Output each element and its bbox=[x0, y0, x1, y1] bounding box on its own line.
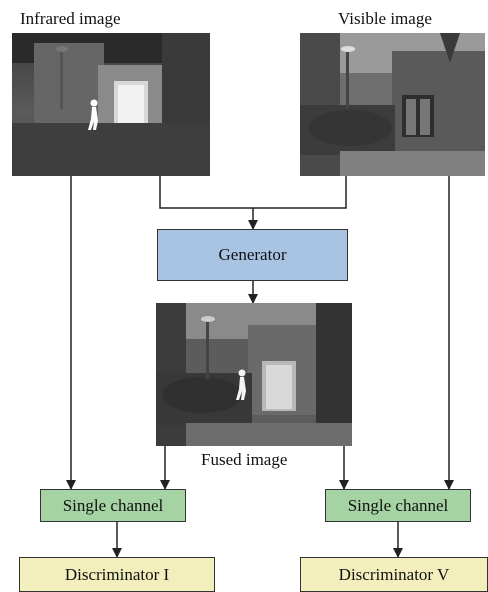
discriminator-i-box: Discriminator I bbox=[19, 557, 215, 592]
generator-box: Generator bbox=[157, 229, 348, 281]
discriminator-v-box: Discriminator V bbox=[300, 557, 488, 592]
visible-image bbox=[300, 33, 485, 176]
infrared-image-label: Infrared image bbox=[20, 9, 121, 28]
single-channel-right-box: Single channel bbox=[325, 489, 471, 522]
fused-image bbox=[156, 303, 352, 446]
connector-inputs-merge bbox=[159, 176, 347, 209]
visible-image-label: Visible image bbox=[338, 9, 432, 28]
infrared-image bbox=[12, 33, 210, 176]
fused-image-label: Fused image bbox=[201, 450, 288, 469]
single-channel-left-box: Single channel bbox=[40, 489, 186, 522]
